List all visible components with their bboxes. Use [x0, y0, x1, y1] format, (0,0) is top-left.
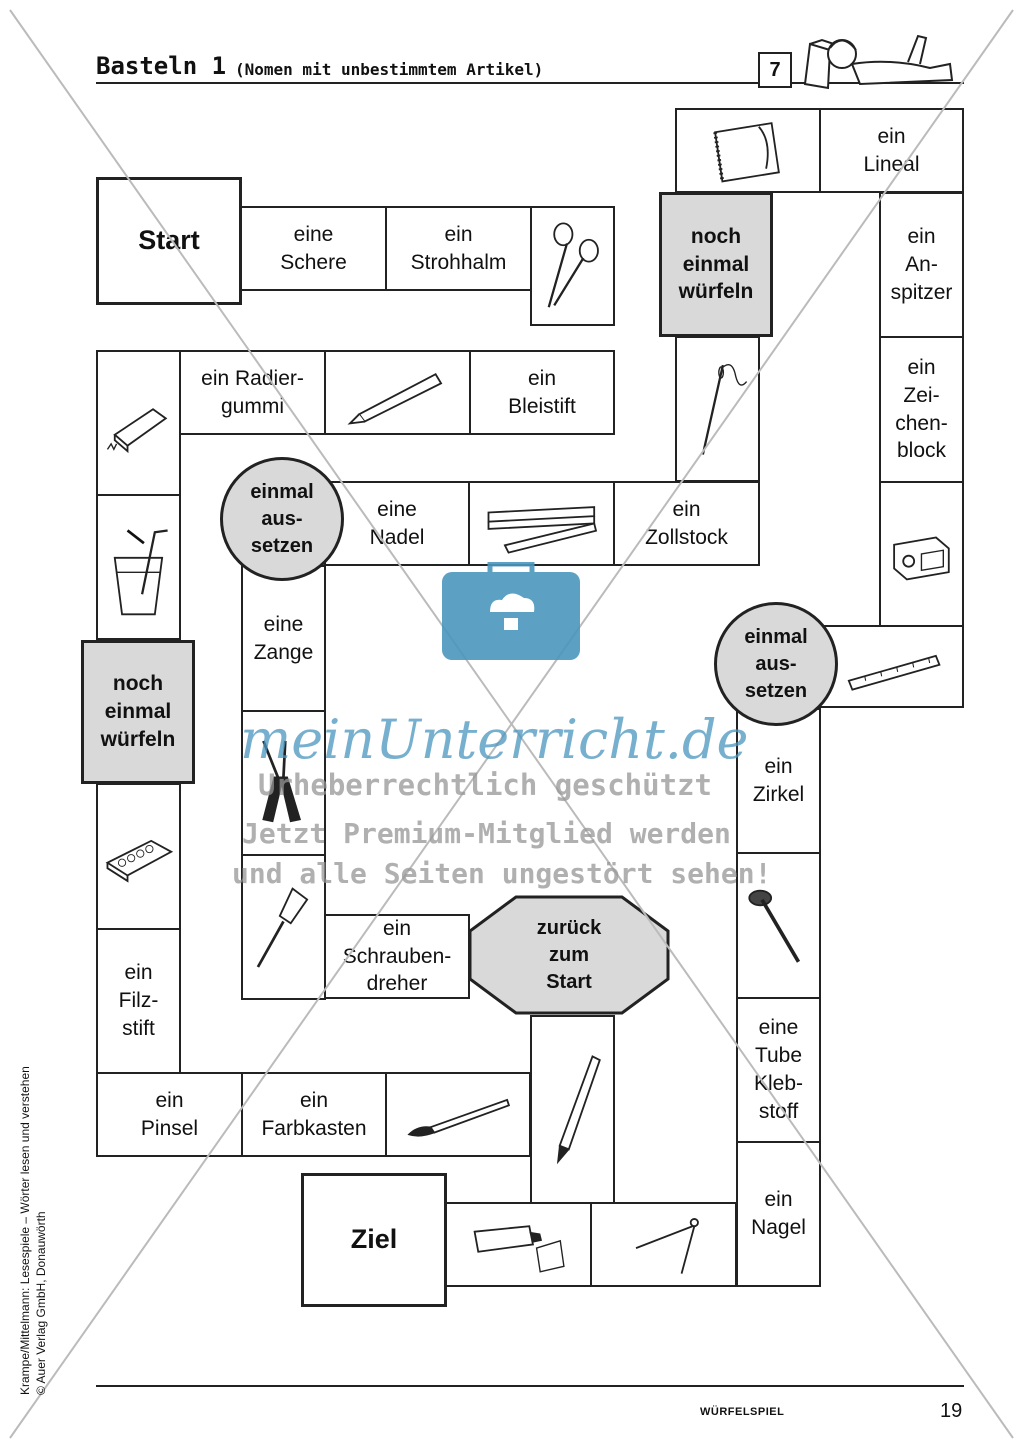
- field-anspitzer: ein An- spitzer: [879, 192, 964, 338]
- nail-icon: [748, 889, 801, 963]
- field-nadel: eine Nadel: [324, 481, 470, 566]
- field-compass-picture: [590, 1202, 737, 1287]
- field-sharpener-picture: [879, 481, 964, 627]
- watermark-line-1: Urheberrechtlich geschützt: [258, 768, 712, 802]
- field-paintbox-picture: [96, 783, 181, 930]
- field-nail-picture: [736, 852, 821, 999]
- field-roll-again-center: noch einmal würfeln: [659, 192, 773, 337]
- field-pliers-picture: [241, 710, 326, 856]
- field-folding-ruler-picture: [468, 481, 615, 566]
- footer-label: WÜRFELSPIEL: [700, 1406, 785, 1418]
- field-notepad-picture: [675, 108, 821, 193]
- chapter-number-box: 7: [758, 52, 792, 88]
- field-lineal: ein Lineal: [819, 108, 964, 193]
- field-zange: eine Zange: [241, 565, 326, 712]
- field-bleistift: ein Bleistift: [469, 350, 615, 435]
- sharpener-icon: [893, 536, 950, 581]
- pliers-icon: [262, 740, 302, 823]
- page-subtitle: (Nomen mit unbestimmtem Artikel): [235, 60, 544, 79]
- field-filzstift: ein Filz- stift: [96, 928, 181, 1074]
- field-screwdriver-picture: [241, 854, 326, 1000]
- skip-circle-right: einmal aus- setzen: [714, 602, 838, 726]
- glass-straw-icon: [113, 529, 168, 616]
- ruler-icon: [847, 654, 941, 691]
- page-number: 19: [940, 1400, 963, 1422]
- needle-icon: [701, 364, 748, 455]
- back-to-start-label: zurück zum Start: [536, 916, 602, 993]
- field-crayon-picture: [530, 1015, 615, 1204]
- start-field: Start: [96, 177, 242, 305]
- field-ruler-picture: [819, 625, 964, 708]
- field-strohhalm: ein Strohhalm: [385, 206, 532, 291]
- side-credit: Krampe/Mittelmann: Lesespiele – Wörter l…: [18, 1066, 49, 1395]
- paintbox-icon: [105, 839, 174, 883]
- footer-rule: [96, 1385, 964, 1387]
- back-to-start-field: zurück zum Start: [468, 895, 670, 1015]
- folding-ruler-icon: [487, 506, 598, 554]
- field-tube-klebstoff: eine Tube Kleb- stoff: [736, 997, 821, 1143]
- field-zirkel: ein Zirkel: [736, 708, 821, 854]
- field-scissors-picture: [530, 206, 615, 326]
- field-pencil-picture: [324, 350, 471, 435]
- paintbrush-icon: [407, 1098, 511, 1137]
- compass-icon: [635, 1218, 700, 1274]
- field-glue-picture: [445, 1202, 592, 1287]
- scissors-icon: [547, 222, 599, 308]
- reading-child-icon: [800, 24, 960, 94]
- field-paintbrush-picture: [385, 1072, 531, 1157]
- notepad-icon: [713, 122, 781, 183]
- goal-field: Ziel: [301, 1173, 447, 1307]
- field-needle-picture: [675, 336, 760, 482]
- screwdriver-icon: [256, 887, 309, 968]
- crayon-icon: [556, 1055, 601, 1165]
- skip-circle-left: einmal aus- setzen: [220, 457, 344, 581]
- field-zeichenblock: ein Zei- chen- block: [879, 336, 964, 483]
- field-farbkasten: ein Farbkasten: [241, 1072, 387, 1157]
- field-roll-again-left: noch einmal würfeln: [81, 640, 195, 784]
- side-credit-line-1: Krampe/Mittelmann: Lesespiele – Wörter l…: [18, 1066, 32, 1395]
- field-eraser-picture: [96, 350, 181, 496]
- glue-tube-icon: [473, 1225, 565, 1273]
- briefcase-cloud-icon: [442, 562, 580, 660]
- field-schere: eine Schere: [240, 206, 387, 291]
- field-zollstock: ein Zollstock: [613, 481, 760, 566]
- eraser-icon: [106, 408, 168, 454]
- side-credit-line-2: © Auer Verlag GmbH, Donauwörth: [33, 1211, 48, 1395]
- page-title: Basteln 1: [96, 52, 227, 80]
- field-schraubendreher: ein Schrauben- dreher: [324, 914, 470, 999]
- field-pinsel: ein Pinsel: [96, 1072, 243, 1157]
- field-glass-picture: [96, 494, 181, 640]
- pencil-icon: [347, 373, 443, 425]
- field-nagel: ein Nagel: [736, 1141, 821, 1287]
- field-radiergummi: ein Radier- gummi: [179, 350, 326, 435]
